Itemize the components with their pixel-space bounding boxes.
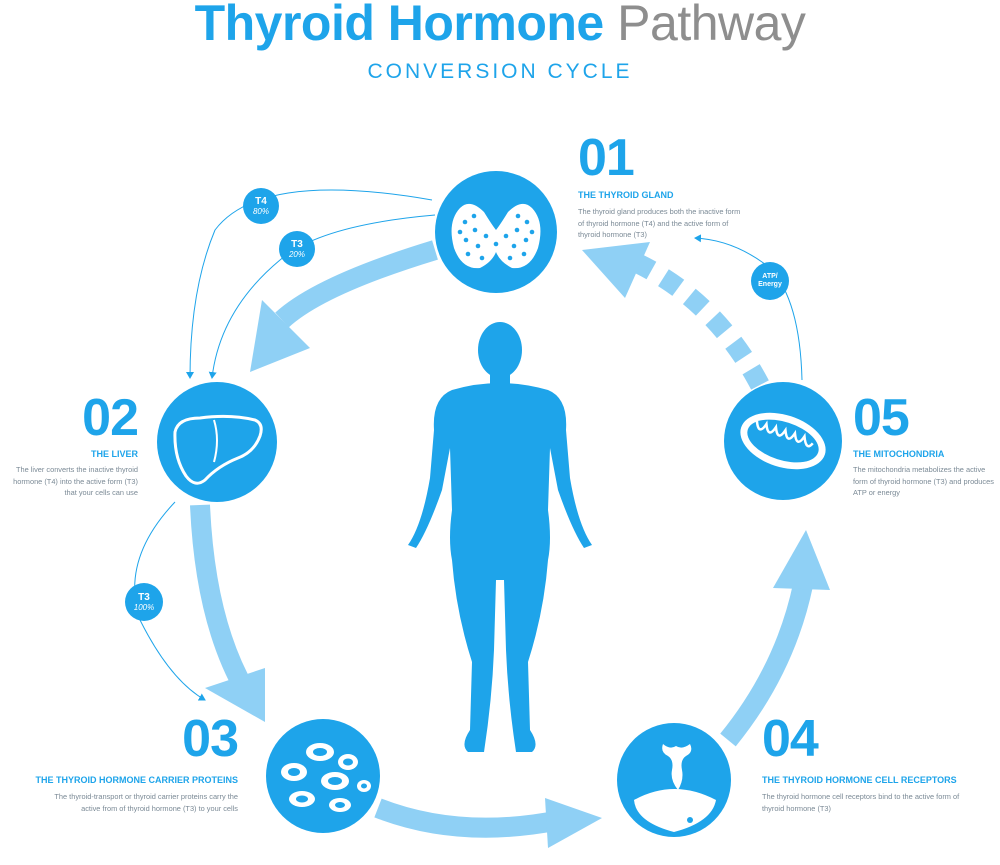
thyroid-gland-icon: [435, 171, 557, 293]
page-subtitle: CONVERSION CYCLE: [367, 60, 633, 83]
mitochondria-icon: [724, 382, 842, 500]
carrier-proteins-icon: [266, 719, 380, 833]
step-04-heading: THE THYROID HORMONE CELL RECEPTORS: [762, 775, 957, 785]
step-01-description: The thyroid gland produces both the inac…: [578, 207, 741, 239]
step-05-number: 05: [853, 389, 910, 447]
step-05-heading: THE MITOCHONDRIA: [853, 449, 945, 459]
badge-t3-20-label: T3: [291, 239, 303, 250]
human-body-icon: [408, 322, 592, 752]
step-02-heading: THE LIVER: [90, 449, 138, 459]
badge-t4-value: 80%: [252, 207, 269, 216]
step-03-description: The thyroid-transport or thyroid carrier…: [54, 792, 238, 813]
badge-t4: T4 80%: [243, 188, 279, 224]
badge-t3-20: T3 20%: [279, 231, 315, 267]
step-03-number: 03: [182, 710, 239, 768]
cell-receptor-icon: [617, 723, 731, 837]
badge-atp-energy: ATP/ Energy: [751, 262, 789, 300]
arrow-receptor-to-mitochondria: [720, 530, 830, 747]
title-light: Pathway: [617, 0, 806, 51]
page-title: Thyroid Hormone Pathway: [0, 0, 1000, 49]
step-01-number: 01: [578, 129, 635, 187]
badge-t3-100-label: T3: [138, 592, 150, 603]
thin-line-atp: [694, 234, 803, 381]
step-02-description: The liver converts the inactive thyroid …: [13, 465, 138, 497]
step-03-heading: THE THYROID HORMONE CARRIER PROTEINS: [35, 775, 238, 785]
badge-t4-label: T4: [255, 196, 267, 207]
dashed-arrow-mitochondria-to-thyroid: [582, 242, 769, 390]
thin-line-t4: [186, 189, 433, 379]
liver-icon: [157, 382, 277, 502]
arrow-carrier-to-receptor: [374, 798, 602, 848]
step-05-description: The mitochondria metabolizes the active …: [853, 465, 994, 497]
thin-line-t3: [208, 214, 436, 379]
badge-t3-100: T3 100%: [125, 583, 163, 621]
step-02-number: 02: [82, 389, 139, 447]
step-01-heading: THE THYROID GLAND: [578, 190, 674, 200]
step-04-number: 04: [762, 710, 819, 768]
arrow-liver-to-carrier: [190, 504, 265, 722]
badge-atp-line2: Energy: [758, 281, 782, 288]
step-04-description: The thyroid hormone cell receptors bind …: [762, 792, 960, 813]
badge-atp-line1: ATP/: [762, 273, 778, 280]
badge-t3-100-value: 100%: [133, 603, 155, 612]
arrow-thyroid-to-liver: [250, 240, 438, 372]
title-bold: Thyroid Hormone: [194, 0, 605, 51]
badge-t3-20-value: 20%: [288, 250, 305, 259]
